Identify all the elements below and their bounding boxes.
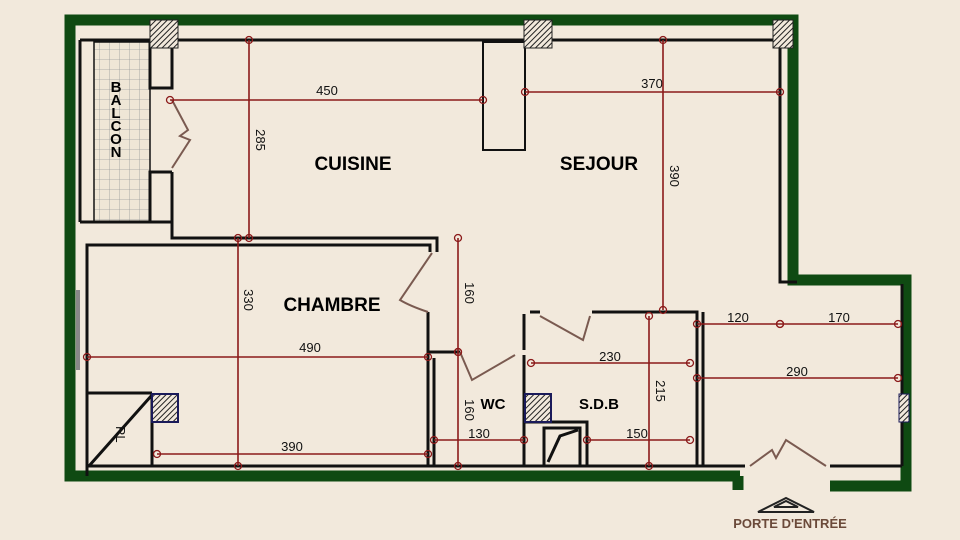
dimension-endpoint xyxy=(519,435,529,445)
dimension-label-kitchen-width: 450 xyxy=(316,83,338,98)
kitchen-column xyxy=(482,41,526,151)
balcon-letter: O xyxy=(110,131,122,148)
dimension-label-sdb-width: 230 xyxy=(599,349,621,364)
dimension-endpoint xyxy=(423,352,433,362)
entrance-arrow-icon xyxy=(757,496,815,513)
exterior-wall xyxy=(64,14,912,492)
wc-door[interactable] xyxy=(459,351,516,382)
dimension-endpoint xyxy=(582,435,592,445)
dimension-endpoint xyxy=(526,358,536,368)
room-label-balcon: B A L C O N xyxy=(110,79,122,161)
dimension-endpoint xyxy=(165,95,175,105)
dimension-label-wc-depth: 160 xyxy=(462,399,477,421)
dimension-endpoint xyxy=(244,35,254,45)
dimension-endpoint xyxy=(658,35,668,45)
dimension-endpoint xyxy=(775,87,785,97)
balcon-letter: L xyxy=(111,105,120,122)
structural-column xyxy=(898,393,910,423)
balcon-letter: B xyxy=(111,79,122,96)
room-label-sdb: S.D.B xyxy=(579,396,619,413)
inner-wall xyxy=(170,172,439,252)
dimension-label-living-width: 370 xyxy=(641,76,663,91)
shower-door-icon xyxy=(546,428,579,463)
dimension-endpoint xyxy=(644,311,654,321)
dimension-label-entry-width: 290 xyxy=(786,364,808,379)
room-label-cuisine: CUISINE xyxy=(314,154,391,175)
balcon-letter: N xyxy=(111,144,122,161)
inner-wall xyxy=(778,42,797,284)
dimension-label-living-depth: 390 xyxy=(667,165,682,187)
dimension-endpoint xyxy=(82,352,92,362)
dimension-endpoint xyxy=(658,305,668,315)
dimension-endpoint xyxy=(692,319,702,329)
dimension-endpoint xyxy=(152,449,162,459)
dimension-endpoint xyxy=(233,233,243,243)
balcon-letter: A xyxy=(111,92,122,109)
structural-column xyxy=(151,393,179,423)
balcon-letter: C xyxy=(111,118,122,135)
bedroom-door[interactable] xyxy=(398,252,433,313)
inner-wall xyxy=(85,243,432,476)
dimension-endpoint xyxy=(233,461,243,471)
dimension-label-sdb-depth: 215 xyxy=(653,380,668,402)
bathroom-door[interactable] xyxy=(539,315,591,342)
structural-column xyxy=(772,19,794,49)
dimension-label-bedroom-depth: 330 xyxy=(241,289,256,311)
dimension-endpoint xyxy=(429,435,439,445)
dimension-endpoint xyxy=(453,347,463,357)
balcony-door[interactable] xyxy=(171,99,192,169)
dimension-endpoint xyxy=(453,233,463,243)
dimension-lines: 450 370 285 390 160 160 330 490 390 130 230 215 150 1… xyxy=(82,35,903,471)
dimension-endpoint xyxy=(685,435,695,445)
dimension-endpoint xyxy=(478,95,488,105)
dimension-label-hall-upper: 160 xyxy=(462,282,477,304)
dimension-label-bedroom-bottom: 390 xyxy=(281,439,303,454)
rl-label: RL xyxy=(113,426,128,443)
dimension-endpoint xyxy=(893,373,903,383)
dimension-endpoint xyxy=(453,461,463,471)
dimension-label-bedroom-width: 490 xyxy=(299,340,321,355)
room-label-wc: WC xyxy=(481,396,506,413)
dimension-endpoint xyxy=(244,233,254,243)
dimension-endpoint xyxy=(520,87,530,97)
dimension-label-entry-left: 120 xyxy=(727,310,749,325)
balcony-area xyxy=(93,41,151,223)
dimension-label-wc-width: 130 xyxy=(468,426,490,441)
entrance-door[interactable] xyxy=(749,438,827,467)
structural-column xyxy=(523,19,553,49)
dimension-endpoint xyxy=(685,358,695,368)
dimension-endpoint xyxy=(644,461,654,471)
dimension-label-kitchen-depth: 285 xyxy=(253,129,268,151)
structural-column xyxy=(524,393,552,423)
dimension-endpoint xyxy=(893,319,903,329)
room-label-chambre: CHAMBRE xyxy=(283,295,380,316)
inner-wall xyxy=(148,170,172,222)
dimension-endpoint xyxy=(775,319,785,329)
inner-wall xyxy=(148,40,174,90)
dimension-endpoint xyxy=(692,373,702,383)
room-label-sejour: SEJOUR xyxy=(560,154,638,175)
dimension-label-sdb-bottom: 150 xyxy=(626,426,648,441)
dimension-label-entry-right: 170 xyxy=(828,310,850,325)
entrance-label: PORTE D'ENTRÉE xyxy=(733,516,847,531)
dimension-endpoint xyxy=(423,449,433,459)
structural-column xyxy=(149,19,179,49)
